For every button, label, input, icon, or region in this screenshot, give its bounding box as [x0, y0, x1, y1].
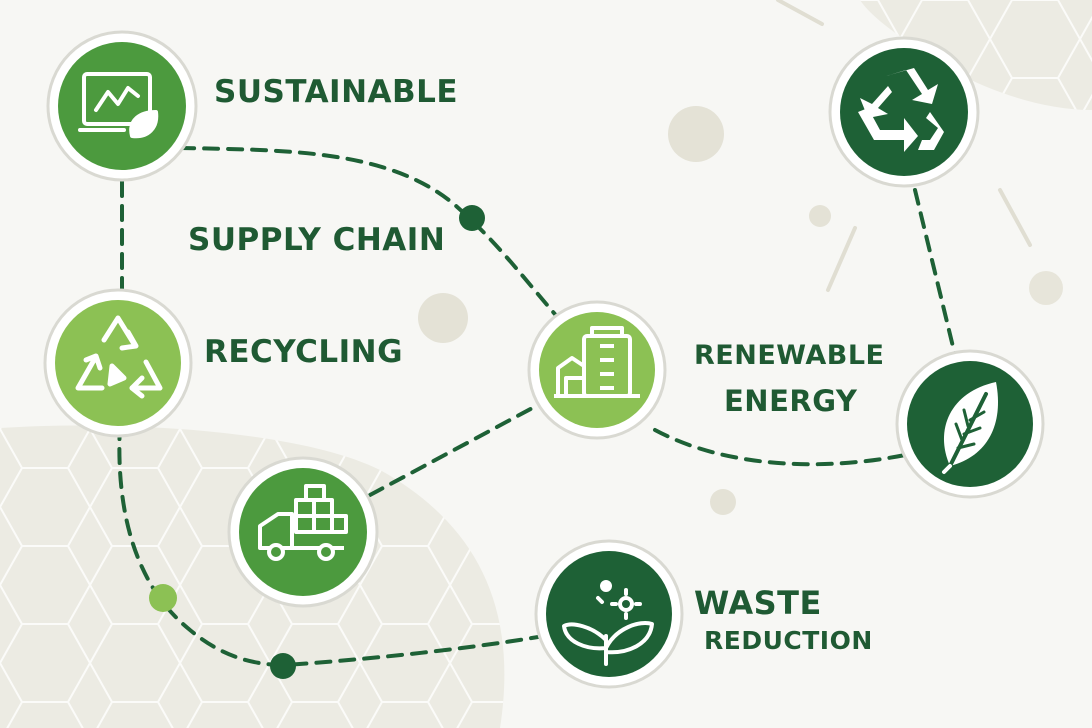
decor-dot	[809, 205, 831, 227]
label-energy-text: ENERGY	[724, 384, 858, 418]
label-recycling-text: RECYCLING	[204, 334, 404, 370]
decor-line	[826, 226, 857, 292]
delivery-truck-icon	[258, 484, 348, 561]
node-sustainable[interactable]	[46, 30, 198, 182]
sprout-gears-icon	[562, 580, 654, 666]
label-reduction: REDUCTION	[704, 626, 873, 655]
label-renewable: RENEWABLE	[694, 340, 884, 371]
decor-dot	[668, 106, 724, 162]
label-waste: WASTE	[694, 584, 822, 622]
connector-factory-to-leaf	[653, 428, 907, 467]
connector-truck-to-factory	[368, 403, 540, 497]
connector-recycle-to-leaf	[913, 188, 957, 357]
connector-sustainable-to-factory	[178, 146, 562, 322]
decor-dot	[710, 489, 736, 515]
connector-recycling-to-bottom	[117, 423, 540, 668]
node-leaf[interactable]	[895, 349, 1045, 499]
node-recycle-dark[interactable]	[828, 36, 980, 188]
label-waste-text: WASTE	[694, 584, 822, 622]
factory-battery-icon	[554, 326, 640, 398]
recycle-outline-icon	[75, 315, 163, 399]
decor-dot	[1029, 271, 1063, 305]
junction-dot	[459, 205, 485, 231]
node-recycling[interactable]	[43, 288, 193, 438]
node-waste[interactable]	[534, 539, 684, 689]
node-truck[interactable]	[227, 456, 379, 608]
label-energy: ENERGY	[724, 384, 857, 418]
label-sustainable-text: SUSTAINABLE	[214, 74, 459, 110]
decor-line	[998, 188, 1032, 247]
label-reduction-text: REDUCTION	[704, 626, 873, 655]
label-supply-chain: SUPPLY CHAIN	[188, 222, 445, 258]
junction-dot	[270, 653, 296, 679]
junction-dot	[149, 584, 177, 612]
chart-leaf-icon	[78, 72, 159, 139]
decor-line	[776, 0, 824, 26]
label-renewable-text: RENEWABLE	[694, 340, 885, 371]
decor-dot	[418, 293, 468, 343]
node-factory[interactable]	[527, 300, 667, 440]
label-sustainable: SUSTAINABLE	[214, 74, 458, 110]
label-recycling: RECYCLING	[204, 334, 403, 370]
leaf-icon	[942, 382, 999, 474]
texture-hex-top-right	[860, 0, 1092, 110]
label-supply-chain-text: SUPPLY CHAIN	[188, 222, 446, 258]
recycle-icon	[858, 68, 944, 152]
